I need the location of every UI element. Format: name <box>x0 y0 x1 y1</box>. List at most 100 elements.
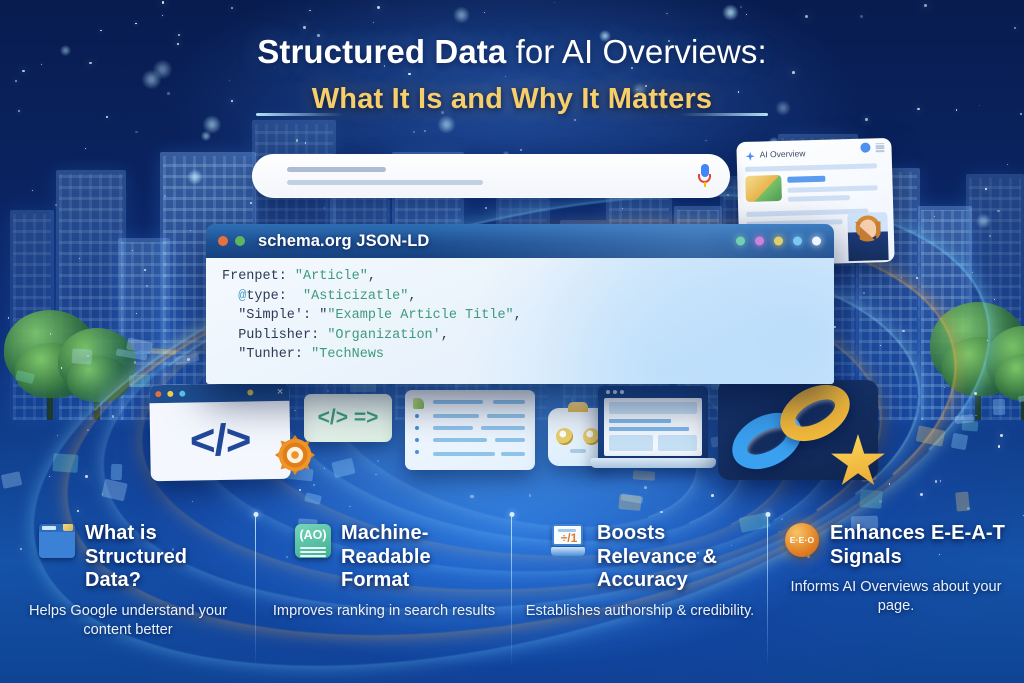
star-particle <box>999 434 1003 438</box>
code-token: Publisher: <box>222 327 328 343</box>
window-traffic-light[interactable] <box>235 236 245 246</box>
sparkle-particle <box>452 5 472 25</box>
star-particle <box>317 33 321 37</box>
title-rest: for AI Overviews: <box>506 33 767 70</box>
star-particle <box>865 118 868 121</box>
star-particle <box>971 271 973 273</box>
star-particle <box>144 268 146 271</box>
calculator-icon: ÷/1 <box>551 524 587 558</box>
star-particle <box>376 6 380 10</box>
star-particle <box>375 473 377 476</box>
star-particle <box>745 13 748 16</box>
star-particle <box>190 229 192 231</box>
star-particle <box>863 292 866 295</box>
star-particle <box>1014 27 1017 30</box>
star-particle <box>176 43 179 45</box>
code-token: , <box>513 308 522 323</box>
code-window-icon <box>39 524 75 558</box>
star-particle <box>727 194 729 196</box>
microphone-icon[interactable] <box>698 164 711 188</box>
star-particle <box>296 139 299 142</box>
google-lens-icon[interactable] <box>860 142 871 153</box>
ai-overview-toolbar <box>860 142 885 153</box>
star-particle <box>309 9 311 12</box>
star-particle <box>520 148 523 151</box>
status-dot <box>812 236 821 246</box>
code-window-status-dots <box>736 236 821 246</box>
code-window-body: Frenpet: "Article", @type: "Asticizatle"… <box>206 258 834 384</box>
ai-overview-text-line <box>787 185 878 193</box>
star-particle <box>660 510 663 514</box>
tree <box>986 326 1024 420</box>
code-token: "Asticizatle" <box>303 288 409 304</box>
sparkle-particle <box>140 67 164 91</box>
code-editor-content[interactable]: Frenpet: "Article", @type: "Asticizatle"… <box>222 267 824 365</box>
star-particle <box>20 548 23 551</box>
tree <box>58 328 136 420</box>
sparkle-particle <box>720 2 741 23</box>
star-particle <box>15 80 18 82</box>
star-particle <box>483 11 485 14</box>
eeat-badge-icon: E·E·O <box>784 523 820 558</box>
star-particle <box>944 387 946 389</box>
star-particle <box>615 551 619 555</box>
code-window-title: schema.org JSON-LD <box>258 231 430 250</box>
building <box>118 238 170 420</box>
star-particle <box>988 234 991 237</box>
star-particle <box>730 544 732 547</box>
feature-card-subtitle: Informs AI Overviews about your page. <box>790 579 1002 614</box>
title-accent-line-right <box>680 113 768 116</box>
feature-card-title: Boosts Relevance & Accuracy <box>597 522 718 591</box>
feature-card-1[interactable]: What is Structured Data?Helps Google und… <box>0 508 256 683</box>
window-traffic-light[interactable] <box>218 236 228 246</box>
star-particle <box>470 495 474 499</box>
document-list-card <box>405 390 535 470</box>
star-particle <box>440 111 444 115</box>
star-particle <box>573 118 577 122</box>
star-particle <box>696 551 700 555</box>
star-particle <box>878 499 882 503</box>
close-icon[interactable]: × <box>276 385 284 399</box>
ai-overview-text-line <box>787 175 826 183</box>
data-chip <box>174 352 200 366</box>
star-particle <box>997 209 1001 213</box>
star-particle <box>323 468 325 470</box>
star-particle <box>666 12 668 14</box>
building <box>856 168 920 420</box>
star-particle <box>40 63 42 65</box>
star-particle <box>955 109 958 111</box>
search-input[interactable] <box>252 154 730 198</box>
ai-overview-panel[interactable]: AI Overview <box>736 137 895 267</box>
star-particle <box>622 208 624 210</box>
feature-card-header: ÷/1 Boosts Relevance & Accuracy <box>522 522 758 593</box>
star-particle <box>484 206 487 209</box>
page-subtitle: What It Is and Why It Matters <box>311 82 713 115</box>
code-window-titlebar: schema.org JSON-LD <box>206 224 834 258</box>
status-dot <box>755 236 764 246</box>
code-window[interactable]: schema.org JSON-LD Frenpet: "Article", @… <box>206 224 834 384</box>
star-particle <box>111 415 115 418</box>
sparkle-particle <box>59 44 73 58</box>
star-particle <box>630 67 633 70</box>
star-particle <box>323 207 325 209</box>
star-particle <box>22 69 26 73</box>
window-traffic-lights[interactable] <box>218 236 245 246</box>
menu-icon[interactable] <box>875 142 885 152</box>
star-particle <box>151 529 154 533</box>
star-particle <box>304 142 307 144</box>
star-particle <box>100 29 102 32</box>
star-particle <box>994 299 995 300</box>
sparkle-particle <box>630 81 649 99</box>
feature-card-subtitle: Establishes authorship & credibility. <box>525 602 755 619</box>
star-particle <box>1023 514 1024 516</box>
star-particle <box>186 358 190 361</box>
data-chip <box>303 492 322 505</box>
sparkle-particle <box>501 149 510 158</box>
feature-card-header: (AO)Machine-Readable Format <box>266 522 502 593</box>
page-title: Structured Data for AI Overviews: <box>0 33 1024 72</box>
star-particle <box>985 188 987 190</box>
star-particle <box>1019 112 1023 116</box>
